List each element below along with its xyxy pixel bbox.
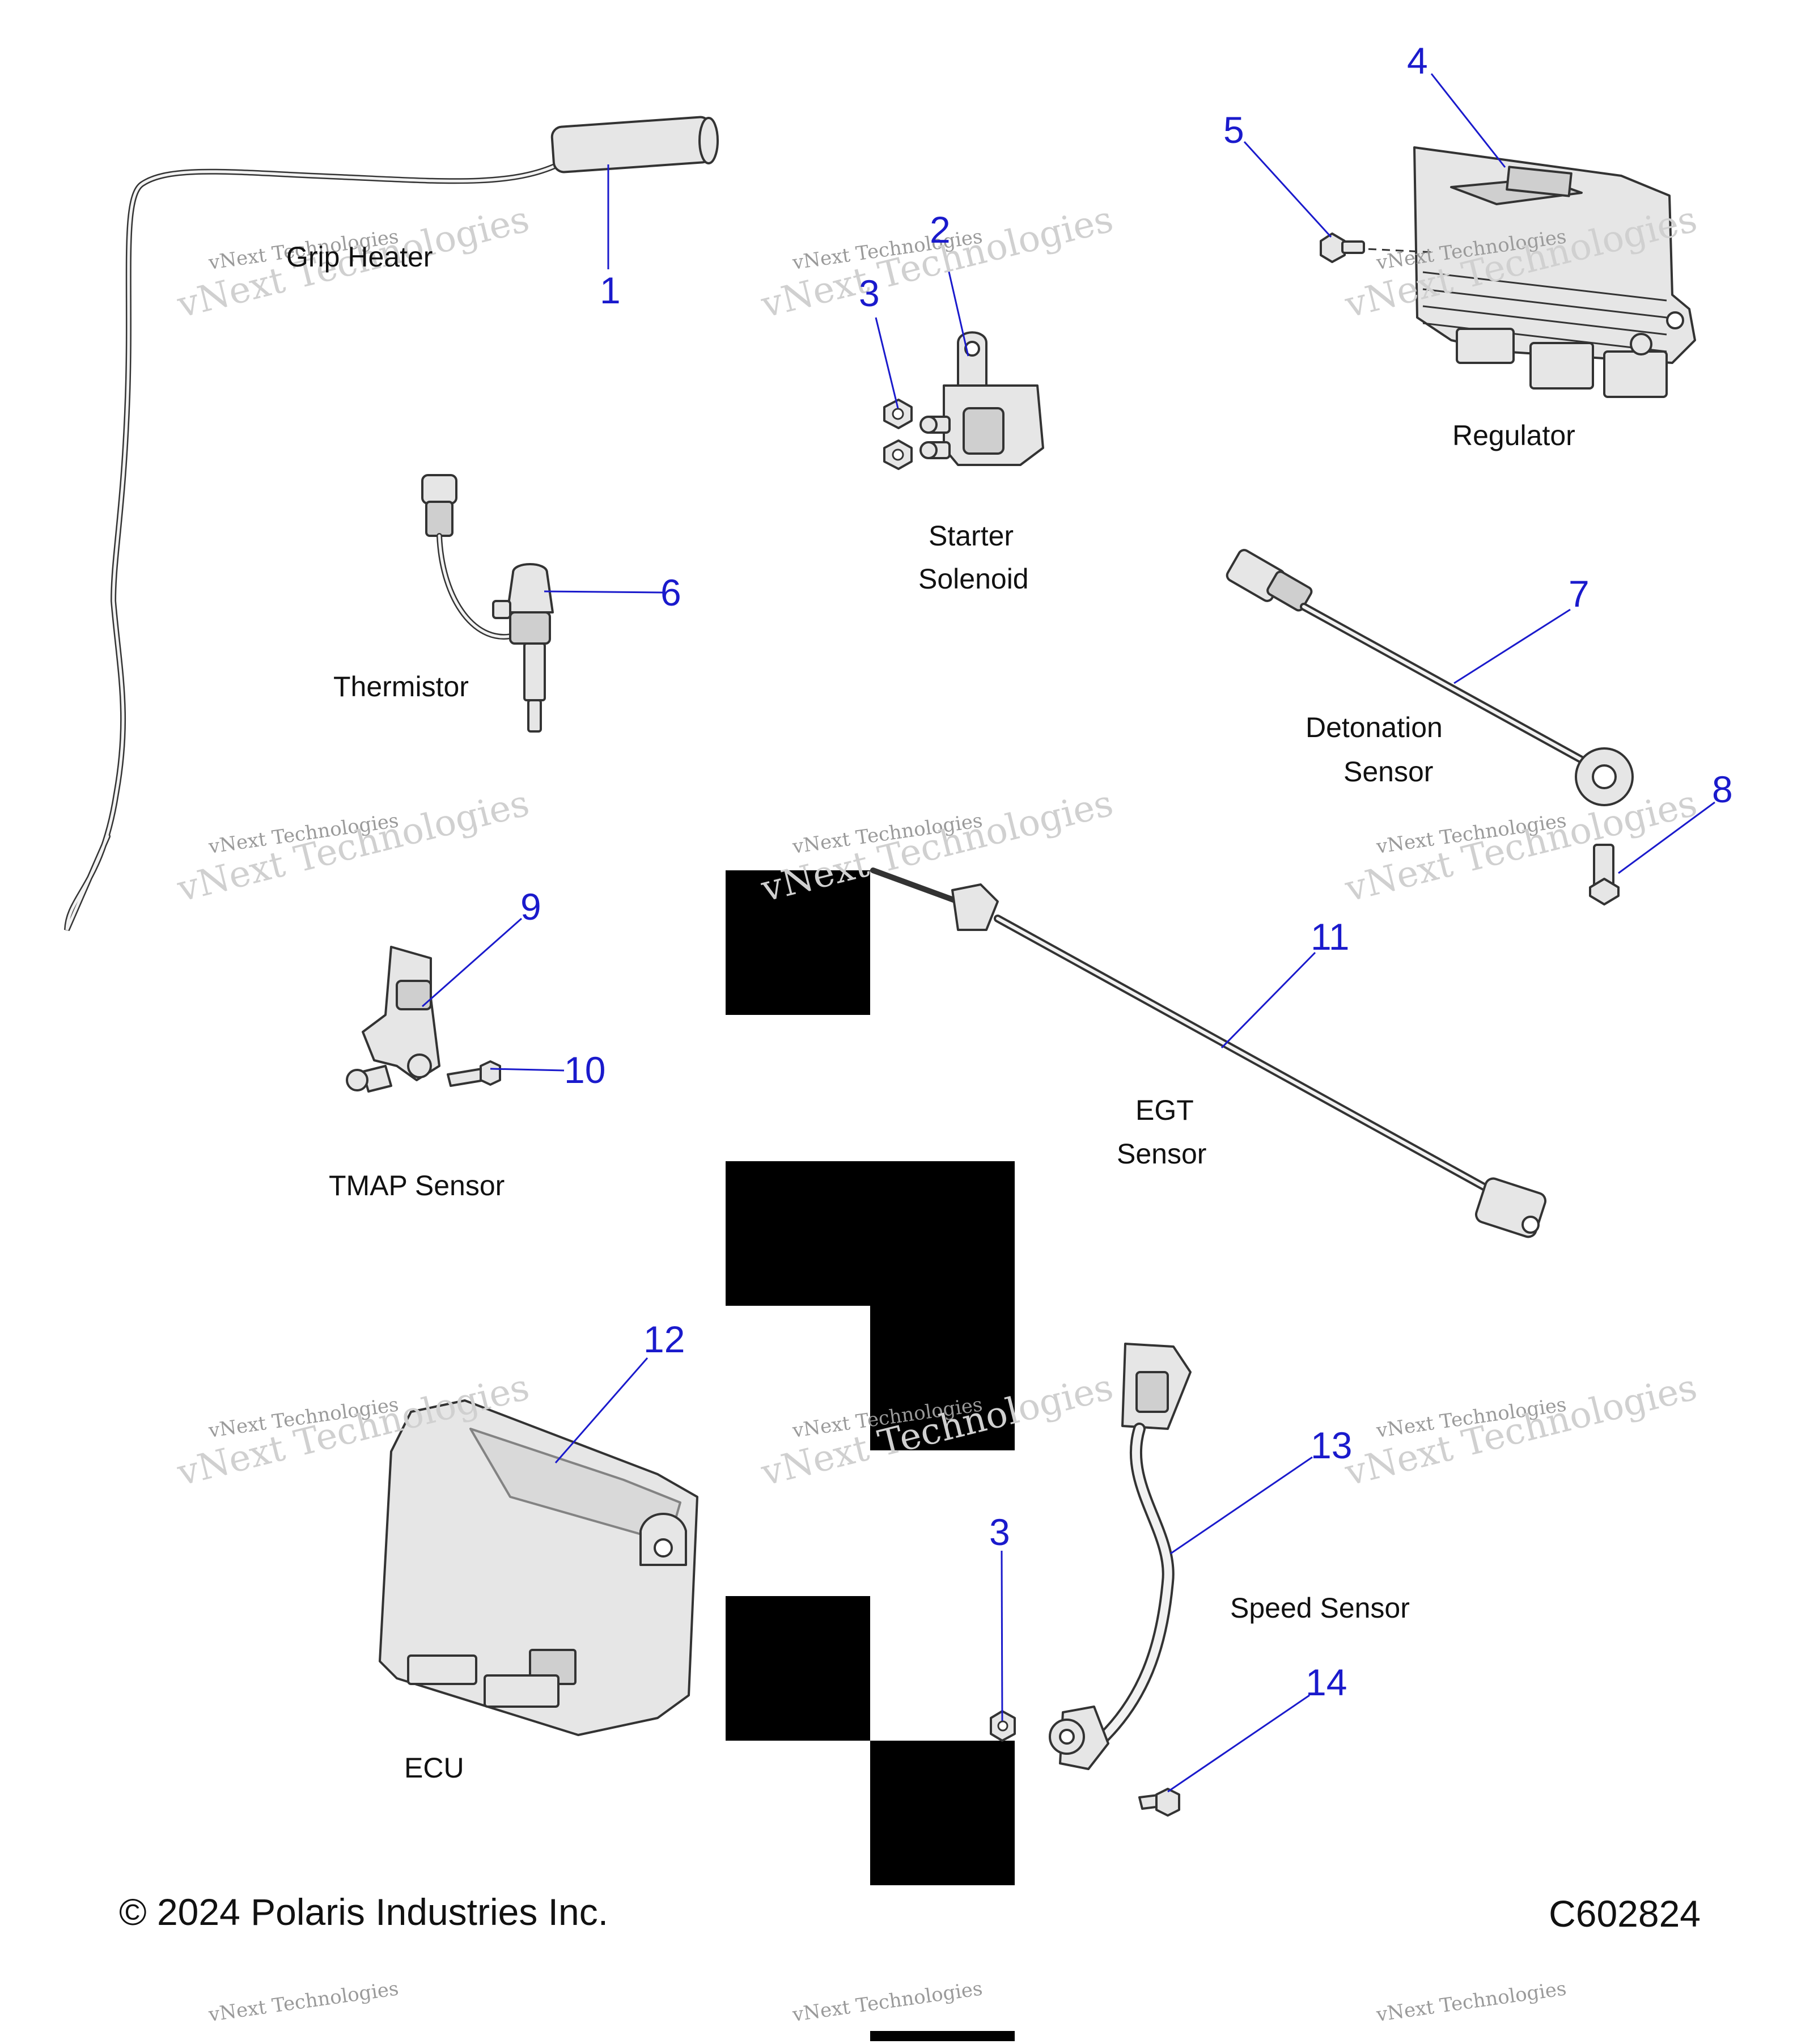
leader-13	[1170, 1456, 1313, 1555]
label-egt-sensor: Sensor	[1117, 1138, 1206, 1170]
label-detonation-sensor: Sensor	[1343, 756, 1433, 788]
label-regulator: Regulator	[1452, 420, 1575, 451]
callout-9: 9	[520, 886, 541, 928]
thermistor-part	[421, 474, 554, 733]
label-ecu: ECU	[404, 1752, 464, 1784]
leader-2	[943, 249, 969, 357]
leader-14	[1167, 1694, 1310, 1793]
leader-4	[1430, 73, 1506, 168]
callout-numbers: 1 2 3 4 5 6 7 8 9 10 11 12 13 3 14	[520, 40, 1733, 1703]
watermark-line1: vNext Technologies	[791, 1977, 984, 2026]
label-detonation: Detonation	[1306, 712, 1443, 743]
redaction-block	[870, 1306, 1015, 1450]
ecu-part	[379, 1399, 698, 1736]
leader-10	[490, 1068, 565, 1072]
redaction-block	[726, 870, 870, 1015]
callout-11: 11	[1311, 916, 1350, 958]
speed-sensor-part	[990, 1343, 1192, 1817]
label-grip-heater: Grip Heater	[286, 241, 433, 273]
redaction-block	[870, 2031, 1015, 2041]
watermark-line1: vNext Technologies	[207, 1977, 400, 2026]
leader-6	[544, 590, 664, 594]
figure-code: C602824	[1549, 1893, 1701, 1935]
leader-8	[1618, 801, 1715, 874]
label-starter: Starter	[929, 520, 1014, 552]
label-speed-sensor: Speed Sensor	[1230, 1592, 1410, 1624]
redaction-block	[726, 1161, 1015, 1306]
starter-solenoid-part	[883, 331, 1044, 470]
label-egt: EGT	[1135, 1094, 1194, 1126]
label-solenoid: Solenoid	[918, 563, 1029, 595]
callout-2: 2	[930, 209, 951, 251]
regulator-part	[1320, 146, 1696, 398]
leader-3-top	[875, 317, 899, 409]
leader-5	[1243, 141, 1332, 238]
watermark-line1: vNext Technologies	[1375, 1977, 1568, 2026]
callout-5: 5	[1223, 109, 1244, 151]
callout-13: 13	[1311, 1424, 1352, 1466]
leader-11	[1220, 951, 1316, 1049]
callout-3-top: 3	[859, 272, 880, 314]
leader-9	[422, 917, 522, 1008]
grip-heater-part	[64, 116, 719, 931]
part-labels: Grip Heater Starter Solenoid Regulator T…	[286, 241, 1575, 1784]
callout-1: 1	[600, 269, 621, 311]
label-tmap-sensor: TMAP Sensor	[329, 1170, 505, 1201]
copyright-text: © 2024 Polaris Industries Inc.	[119, 1891, 608, 1933]
callout-14: 14	[1306, 1661, 1347, 1703]
leader-lines	[422, 73, 1715, 1793]
callout-6: 6	[660, 572, 681, 613]
redaction-block	[726, 1596, 870, 1741]
callout-8: 8	[1712, 768, 1733, 810]
callout-4: 4	[1407, 40, 1428, 82]
callout-7: 7	[1569, 573, 1590, 615]
tmap-sensor-part	[346, 946, 501, 1093]
callout-10: 10	[564, 1049, 605, 1091]
label-thermistor: Thermistor	[333, 671, 469, 703]
redaction-blocks	[726, 870, 1015, 2041]
redaction-block	[870, 1741, 1015, 1885]
detonation-sensor-part	[1226, 549, 1634, 905]
callout-12: 12	[643, 1318, 685, 1360]
egt-sensor-part	[870, 867, 1547, 1238]
callout-3-bottom: 3	[989, 1511, 1010, 1553]
leader-7	[1453, 608, 1571, 684]
leader-12	[554, 1357, 649, 1463]
